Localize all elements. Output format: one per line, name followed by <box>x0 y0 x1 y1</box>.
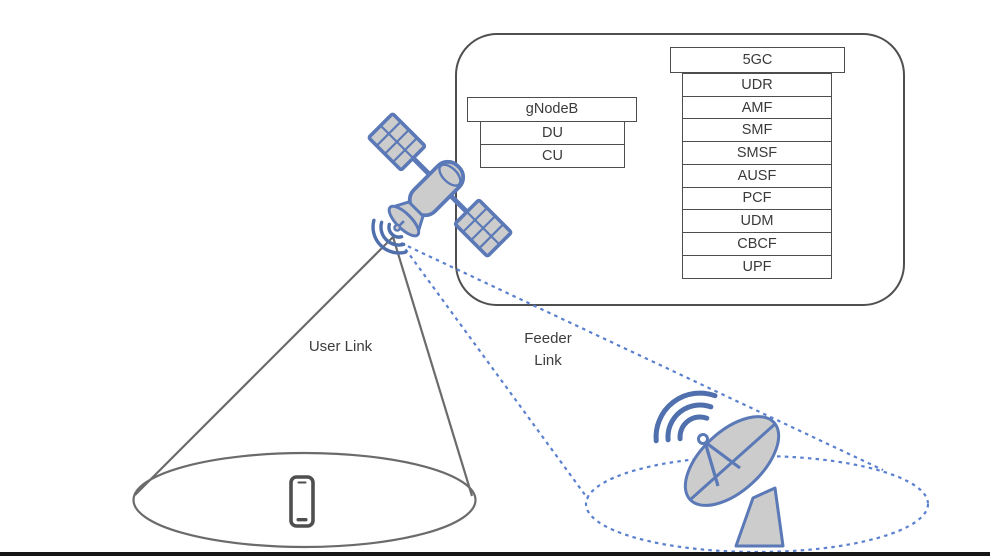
gnodeb-stack: DU CU <box>480 121 625 169</box>
core-item-upf: UPF <box>682 254 832 280</box>
smartphone-icon <box>289 475 315 528</box>
core-title-box: 5GC <box>670 47 845 73</box>
ground-station-signal-waves-icon <box>653 390 718 444</box>
core-item-pcf: PCF <box>682 186 832 211</box>
ground-station-icon <box>653 390 785 548</box>
core-item-smsf: SMSF <box>682 141 832 166</box>
satellite-signal-waves-icon <box>371 218 408 255</box>
gnodeb-title-box: gNodeB <box>467 97 637 122</box>
core-item-amf: AMF <box>682 95 832 121</box>
solar-panel-icon <box>367 112 427 172</box>
satellite-icon <box>367 112 513 258</box>
feeder-link-cone <box>400 242 930 554</box>
core-stack: UDR AMF SMF SMSF AUSF PCF UDM CBCF UPF <box>682 73 832 280</box>
core-item-ausf: AUSF <box>682 163 832 189</box>
core-item-udm: UDM <box>682 209 832 234</box>
user-link-label: User Link <box>308 338 373 355</box>
bottom-rule <box>0 552 990 556</box>
user-footprint-ellipse <box>132 451 477 549</box>
core-item-smf: SMF <box>682 118 832 143</box>
gnodeb-item-cu: CU <box>480 143 625 169</box>
core-item-cbcf: CBCF <box>682 231 832 257</box>
core-item-udr: UDR <box>682 73 832 98</box>
user-link-cone <box>132 236 477 549</box>
gnodeb-item-du: DU <box>480 121 625 146</box>
solar-panel-icon <box>453 198 513 258</box>
feeder-link-label: Feeder Link <box>524 330 572 369</box>
